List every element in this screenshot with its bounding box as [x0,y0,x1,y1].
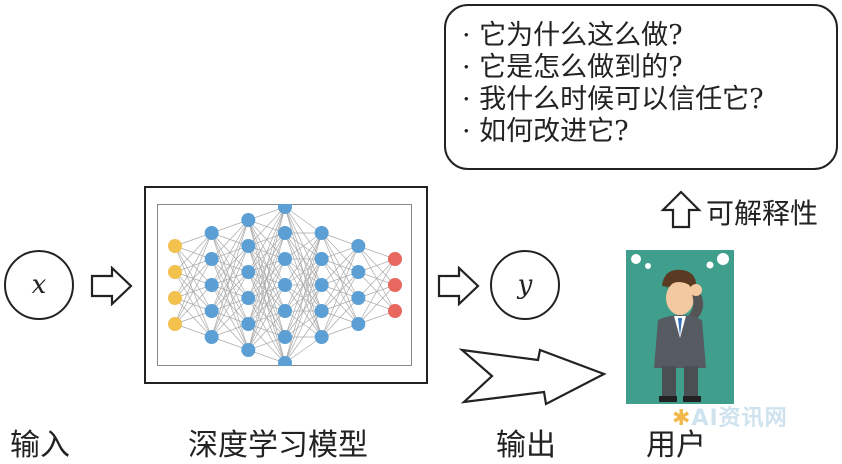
caption-model: 深度学习模型 [188,428,368,463]
network-edge [211,271,249,338]
network-neuron [351,317,366,331]
network-neuron [204,226,219,240]
network-edge [321,297,359,338]
network-edge [174,284,212,325]
network-edge [284,232,322,260]
network-neuron [168,239,182,253]
network-edge [174,232,212,325]
network-neuron [388,304,402,318]
network-edge [248,284,286,351]
network-neuron [314,252,329,266]
caption-user: 用户 [646,428,706,463]
network-neuron [314,278,329,292]
network-edge [174,232,212,273]
network-edge [284,232,322,312]
output-node: y [490,250,560,320]
input-node: x [4,250,74,320]
network-neuron [278,252,292,266]
confused-user-icon [631,253,729,402]
network-edge [211,297,249,338]
network-edge [321,245,359,312]
interpretability-label: 可解释性 [706,197,819,230]
network-neuron [168,265,182,279]
network-edge [211,219,249,260]
network-edge [284,336,322,364]
network-neuron [388,278,402,292]
network-edge [358,284,396,325]
question-3: · 我什么时候可以信任它? [462,84,764,115]
network-edge [284,232,322,286]
neural-network-diagram [168,204,402,366]
network-neuron [278,226,292,240]
output-symbol: y [517,270,533,300]
network-neuron [168,291,182,305]
network-neuron [351,265,366,279]
network-neuron [351,239,366,253]
network-neuron [204,278,219,292]
network-neuron [241,265,256,279]
network-edge [248,206,286,247]
network-edge [358,258,396,325]
question-2: · 它是怎么做到的? [462,52,683,83]
input-symbol: x [31,270,47,300]
network-neuron [278,304,292,318]
network-neuron [241,213,256,227]
network-edge [248,206,286,273]
network-neuron [314,226,329,240]
network-neuron [204,252,219,266]
large-arrow-icon [458,348,607,406]
network-neuron [388,252,402,266]
network-neuron [278,204,292,214]
network-edge [284,206,322,234]
network-edge [248,310,286,351]
network-neuron [168,317,182,331]
network-edge [211,219,249,338]
question-4: · 如何改进它? [462,116,629,147]
caption-output: 输出 [496,428,556,463]
network-edge [284,258,322,364]
network-edge [284,310,322,364]
network-edge [247,206,286,325]
right-arrow-icon [90,266,133,306]
question-bubble: · 它为什么这么做? · 它是怎么做到的? · 我什么时候可以信任它? · 如何… [444,4,838,170]
network-edge [321,271,359,338]
network-neuron [204,304,219,318]
network-edge [248,258,286,351]
network-edge [174,232,212,299]
network-neuron [241,291,256,305]
network-neuron [278,278,292,292]
network-edge [321,245,359,338]
caption-input: 输入 [10,428,70,463]
network-neuron [278,356,292,366]
network-edge [284,232,322,338]
network-edge [284,284,322,364]
network-neuron [314,304,329,318]
up-arrow-icon [660,190,702,229]
network-neuron [204,330,219,344]
network-edge [211,245,249,338]
network-edge [358,258,396,299]
network-edge [247,206,286,351]
question-1: · 它为什么这么做? [462,20,683,51]
watermark-text: AI资讯网 [691,406,788,431]
watermark-logo: ✱AI资讯网 [672,400,788,432]
right-arrow-icon [437,266,480,306]
network-neuron [241,317,256,331]
network-edge [211,219,249,286]
network-edge [211,219,249,312]
watermark-star-icon: ✱ [672,406,692,431]
network-neuron [241,343,256,357]
network-edge [247,232,286,351]
network-edge [174,258,212,325]
network-edge [284,232,323,364]
network-edge [321,245,359,286]
network-neuron [351,291,366,305]
network-neuron [241,239,256,253]
network-edge [248,206,286,299]
network-neuron [314,330,329,344]
network-neuron [278,330,292,344]
